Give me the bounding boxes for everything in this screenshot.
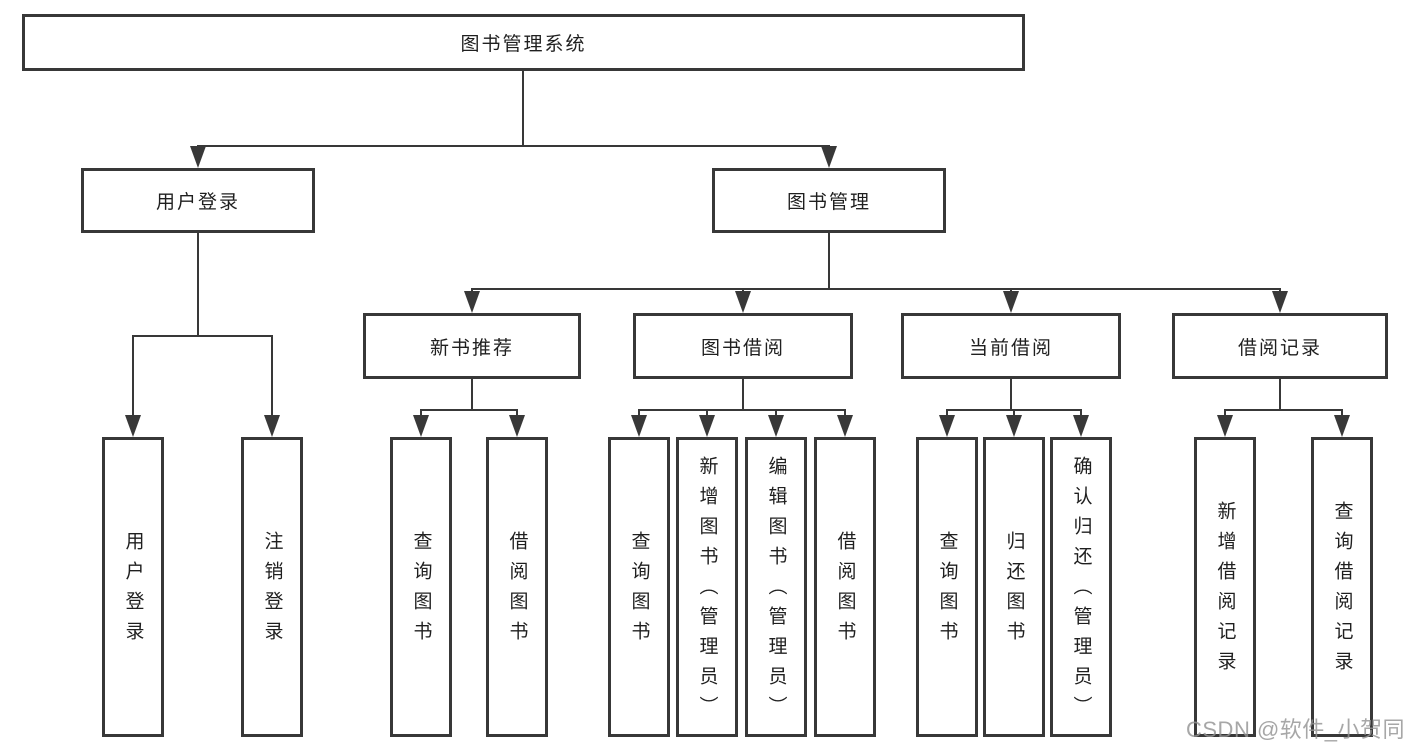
- arrowhead-icon: [413, 415, 429, 437]
- arrowhead-icon: [1003, 291, 1019, 313]
- leaf-user-login: 用户登录: [102, 437, 164, 737]
- connector-drop: [471, 288, 473, 293]
- connector-bar: [132, 335, 273, 337]
- leaf-br-add-record: 新增借阅记录: [1194, 437, 1256, 737]
- connector-drop: [1080, 409, 1082, 417]
- arrowhead-icon: [1334, 415, 1350, 437]
- arrowhead-icon: [190, 146, 206, 168]
- node-book-borrowing: 图书借阅: [633, 313, 853, 379]
- node-user-login: 用户登录: [81, 168, 315, 233]
- connector-drop: [1279, 288, 1281, 293]
- leaf-cb-query-books: 查询图书: [916, 437, 978, 737]
- connector-bar: [197, 145, 830, 147]
- arrowhead-icon: [768, 415, 784, 437]
- arrowhead-icon: [125, 415, 141, 437]
- arrowhead-icon: [631, 415, 647, 437]
- connector-drop: [946, 409, 948, 417]
- arrowhead-icon: [1217, 415, 1233, 437]
- connector-drop: [844, 409, 846, 417]
- arrowhead-icon: [699, 415, 715, 437]
- connector-drop: [420, 409, 422, 417]
- leaf-nbr-query-books: 查询图书: [390, 437, 452, 737]
- node-book-management: 图书管理: [712, 168, 946, 233]
- node-library-management-system: 图书管理系统: [22, 14, 1025, 71]
- arrowhead-icon: [464, 291, 480, 313]
- leaf-nbr-borrow-books: 借阅图书: [486, 437, 548, 737]
- leaf-cb-confirm-return-admin: 确认归还（管理员）: [1050, 437, 1112, 737]
- arrowhead-icon: [1272, 291, 1288, 313]
- leaf-br-query-record: 查询借阅记录: [1311, 437, 1373, 737]
- connector-stem: [742, 377, 744, 411]
- connector-drop: [1341, 409, 1343, 417]
- arrowhead-icon: [837, 415, 853, 437]
- leaf-logout: 注销登录: [241, 437, 303, 737]
- connector-stem: [828, 231, 830, 290]
- connector-stem: [1010, 377, 1012, 411]
- arrowhead-icon: [1073, 415, 1089, 437]
- connector-stem: [522, 69, 524, 147]
- node-borrowing-records: 借阅记录: [1172, 313, 1388, 379]
- connector-drop: [271, 335, 273, 417]
- connector-drop: [706, 409, 708, 417]
- connector-drop: [1224, 409, 1226, 417]
- arrowhead-icon: [1006, 415, 1022, 437]
- connector-drop: [1010, 288, 1012, 293]
- connector-stem: [1279, 377, 1281, 411]
- connector-drop: [775, 409, 777, 417]
- arrowhead-icon: [509, 415, 525, 437]
- node-current-borrowing: 当前借阅: [901, 313, 1121, 379]
- connector-drop: [132, 335, 134, 417]
- connector-bar: [638, 409, 846, 411]
- leaf-bb-query-books: 查询图书: [608, 437, 670, 737]
- connector-stem: [471, 377, 473, 411]
- connector-drop: [516, 409, 518, 417]
- connector-stem: [197, 231, 199, 337]
- node-new-book-recommendation: 新书推荐: [363, 313, 581, 379]
- connector-bar: [1224, 409, 1343, 411]
- connector-drop: [638, 409, 640, 417]
- connector-drop: [742, 288, 744, 293]
- connector-bar: [420, 409, 518, 411]
- arrowhead-icon: [939, 415, 955, 437]
- leaf-bb-edit-books-admin: 编辑图书（管理员）: [745, 437, 807, 737]
- connector-bar: [471, 288, 1281, 290]
- leaf-bb-add-books-admin: 新增图书（管理员）: [676, 437, 738, 737]
- arrowhead-icon: [264, 415, 280, 437]
- leaf-cb-return-books: 归还图书: [983, 437, 1045, 737]
- leaf-bb-borrow-books: 借阅图书: [814, 437, 876, 737]
- watermark: CSDN @软件_小贺同学: [1186, 717, 1405, 742]
- connector-drop: [1013, 409, 1015, 417]
- arrowhead-icon: [821, 146, 837, 168]
- arrowhead-icon: [735, 291, 751, 313]
